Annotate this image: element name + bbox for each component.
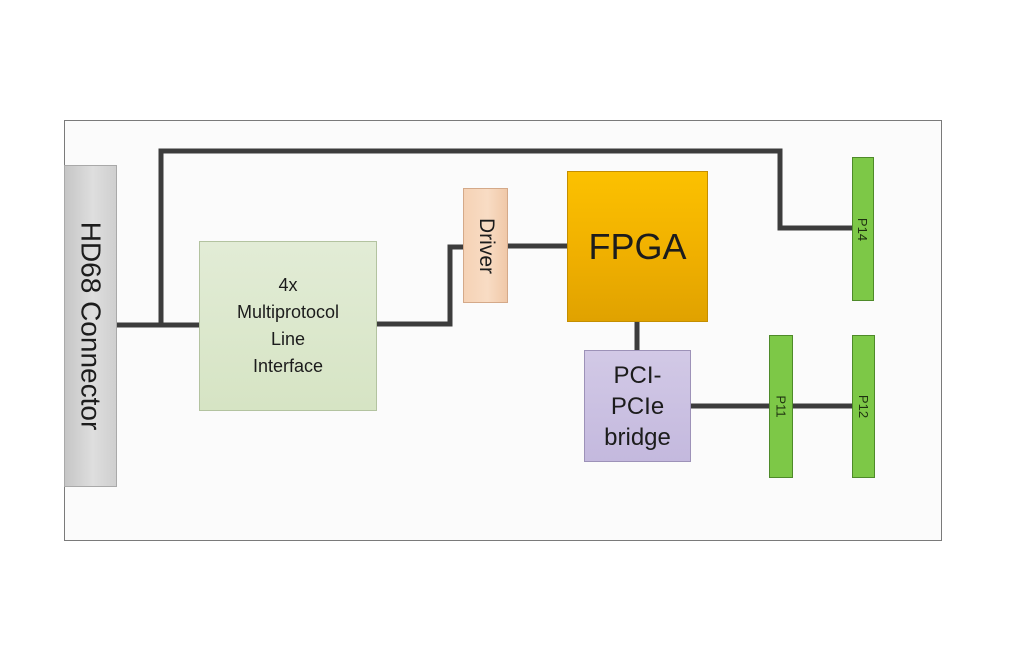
wire-line-interface-to-driver <box>377 244 463 327</box>
bridge-label: PCI- PCIe bridge <box>604 361 671 451</box>
multiprotocol-line-interface-block: 4x Multiprotocol Line Interface <box>199 241 377 411</box>
line-interface-label: 4x Multiprotocol Line Interface <box>236 275 340 376</box>
header-p11-label: P11 <box>773 395 789 418</box>
wire-bus-to-p14 <box>158 148 852 325</box>
header-p12: P12 <box>852 335 875 478</box>
hd68-connector-label: HD68 Connector <box>75 221 107 431</box>
header-p12-label: P12 <box>856 394 872 419</box>
driver-label: Driver <box>474 217 498 274</box>
fpga-block: FPGA <box>567 171 708 322</box>
fpga-label: FPGA <box>588 225 687 267</box>
header-p11: P11 <box>769 335 793 478</box>
header-p14-label: P14 <box>855 217 871 241</box>
pci-pcie-bridge-block: PCI- PCIe bridge <box>584 350 691 462</box>
header-p14: P14 <box>852 157 874 301</box>
driver-block: Driver <box>463 188 508 303</box>
hd68-connector: HD68 Connector <box>64 165 117 487</box>
